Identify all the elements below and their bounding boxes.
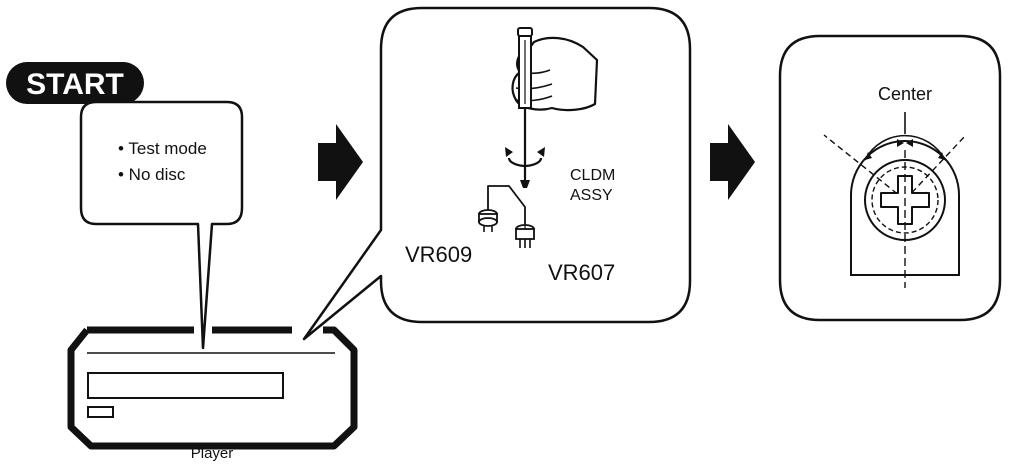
player-label: Player — [191, 445, 234, 462]
potentiometer-icon — [478, 209, 498, 232]
arrow-right-icon — [710, 124, 755, 200]
vr607-label: VR607 — [548, 260, 615, 285]
center-position-panel: Center — [778, 34, 1002, 322]
assembly-label-line2: ASSY — [570, 187, 613, 204]
power-button — [87, 406, 114, 418]
callout-item-no-disc: • No disc — [118, 165, 186, 184]
start-badge-label: START — [26, 68, 124, 101]
adjustment-panel: CLDM ASSY VR609 VR607 — [302, 6, 692, 341]
callout-item-test-mode: • Test mode — [118, 139, 207, 158]
start-badge: START — [6, 62, 144, 104]
screwdriver-icon — [517, 27, 533, 188]
rotate-icon — [505, 147, 545, 168]
test-mode-callout: • Test mode • No disc — [79, 100, 244, 350]
vr609-label: VR609 — [405, 242, 472, 267]
player-device: Player — [67, 326, 358, 462]
center-label: Center — [878, 84, 932, 104]
disc-tray-slot — [87, 372, 284, 399]
potentiometer-icon — [515, 224, 535, 248]
arrow-right-icon — [318, 124, 363, 200]
assembly-label-line1: CLDM — [570, 167, 615, 184]
